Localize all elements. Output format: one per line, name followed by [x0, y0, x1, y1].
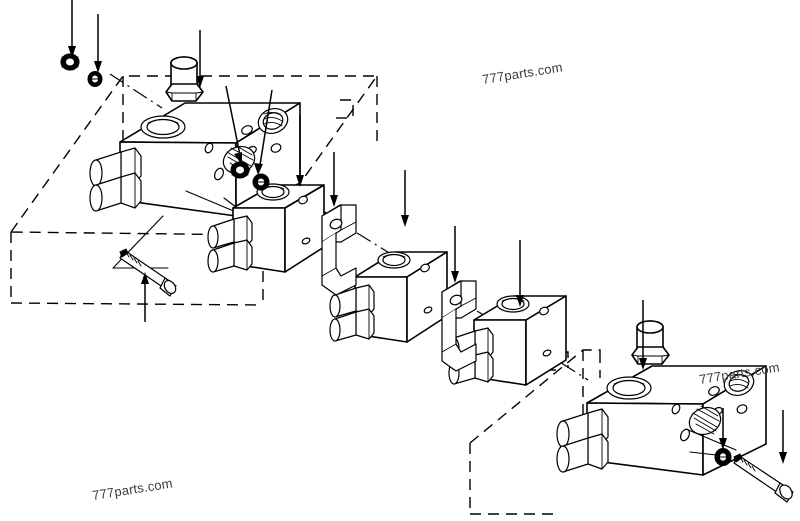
- port-boss-lower-left: [89, 172, 142, 212]
- port-boss-lower-5: [556, 433, 609, 473]
- washer-seal-upper-left[interactable]: [87, 71, 103, 87]
- arrow-bolt-left: [141, 272, 149, 322]
- arrow-washer-right: [719, 408, 727, 450]
- arrow-block-5: [639, 300, 647, 370]
- washer-seal-mid-left[interactable]: [252, 173, 270, 191]
- arrow-washer-2: [254, 89, 273, 175]
- callout-arrows: [68, 0, 787, 464]
- mounting-bolt-right[interactable]: [733, 453, 795, 503]
- arrow-bracket-2: [451, 226, 459, 283]
- plug-fitting-upper-left[interactable]: [60, 53, 80, 71]
- arrow-bracket-1: [330, 152, 338, 207]
- port-boss-upper-3: [329, 284, 375, 318]
- arrow-block-3: [401, 170, 409, 227]
- plug-fitting-mid-left[interactable]: [230, 161, 250, 179]
- mounting-bracket-clip-2[interactable]: [441, 280, 477, 372]
- port-boss-lower-3: [329, 308, 375, 342]
- arrow-plug-1: [68, 0, 76, 58]
- mounting-bracket-clip-1[interactable]: [321, 204, 357, 296]
- arrow-bolt-right: [779, 410, 787, 464]
- arrow-block-1: [196, 30, 204, 88]
- arrow-plug-2: [225, 85, 242, 165]
- port-boss-lower-2: [207, 239, 253, 273]
- arrow-block-4: [516, 240, 524, 307]
- mounting-bolt-left[interactable]: [119, 248, 178, 297]
- valve-block-small-3[interactable]: [329, 251, 448, 343]
- washer-seal-lower-right[interactable]: [714, 448, 732, 466]
- port-boss-upper-2: [207, 215, 253, 249]
- arrow-washer-1: [94, 14, 102, 73]
- arrow-block-2: [296, 115, 304, 187]
- mounting-panel-left: [9, 75, 379, 306]
